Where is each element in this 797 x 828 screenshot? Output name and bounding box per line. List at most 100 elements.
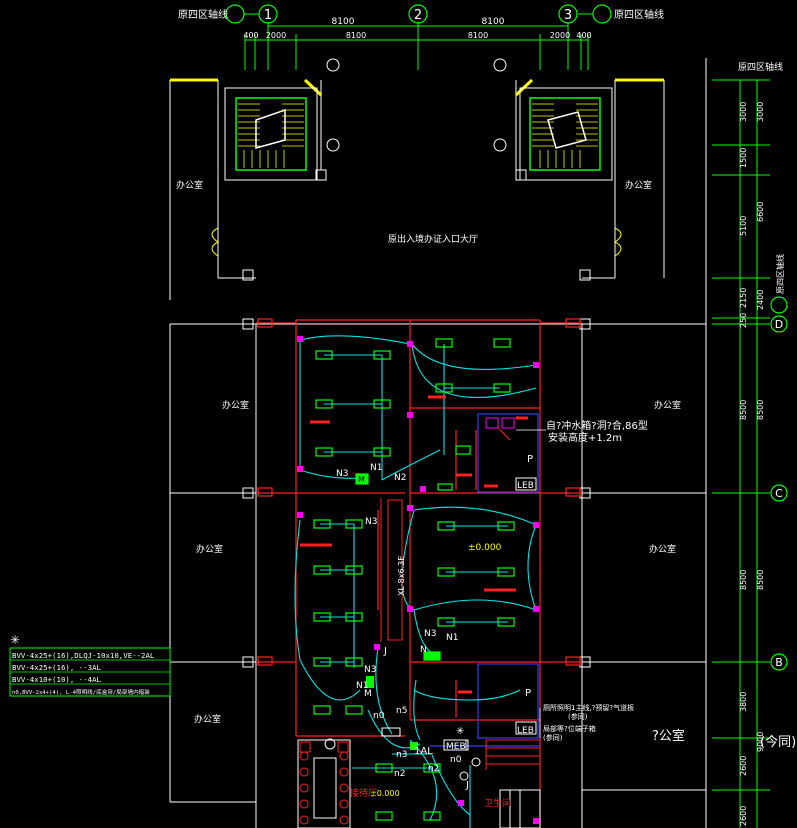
label-LEB-top: LEB: [517, 481, 534, 491]
panel-MEB: [443, 739, 467, 751]
washroom-boundaries: [430, 413, 540, 747]
dim-b-1: 3000: [756, 102, 765, 122]
office-label-left-1: 办公室: [222, 399, 249, 411]
label-N1-top: N1: [370, 463, 382, 473]
office-label-right-2: 办公室: [649, 543, 676, 555]
washroom-fixtures: [443, 417, 541, 828]
label-J-mid: J: [383, 646, 387, 657]
label-N1-low: N1: [356, 681, 368, 691]
dim-b-5: 8500: [756, 570, 765, 590]
office-label-left-2: 办公室: [196, 543, 223, 555]
dim-a-6: 8500: [739, 400, 748, 420]
dim-b-3: 2400: [756, 290, 765, 310]
label-M-top: M: [358, 475, 365, 484]
interior-partitions: [256, 318, 582, 828]
dim-a-1: 3000: [739, 102, 748, 122]
right-axis-mid-label: 原四区轴线: [775, 254, 785, 294]
label-n0-low: n0: [373, 711, 385, 721]
label-level-0b: ±0.000: [370, 789, 400, 798]
note-wash-2: (参同): [568, 712, 588, 721]
lower-building-walls: [169, 318, 706, 828]
axis-bubble-B-label: B: [775, 656, 783, 669]
dim-inner-5: 2000: [550, 31, 570, 40]
lobby-doors: [211, 227, 622, 257]
dim-inner-4: 8100: [468, 31, 488, 40]
dim-a-2: 1500: [739, 148, 748, 168]
office-label-upper-right: 办公室: [625, 179, 652, 191]
lobby-label: 原出入境办证入口大厅: [388, 233, 478, 245]
top-axis-left-label: 原四区轴线: [178, 8, 228, 21]
axis-bubble-left-outer: [225, 4, 245, 24]
axis-bubble-2-label: 2: [414, 8, 422, 23]
axis-bubble-3-label: 3: [564, 8, 572, 23]
note-heater-2: 安装高度+1.2m: [548, 431, 622, 444]
axis-bubble-D-label: D: [775, 318, 783, 331]
legend-symbol: ✳: [10, 633, 20, 647]
label-LEB-low: LEB: [517, 726, 534, 736]
legend-row-3: BVV-4x10+(10), --4AL: [12, 675, 102, 684]
right-axis-top-label: 原四区轴线: [738, 61, 783, 73]
label-N2-top: N2: [394, 473, 406, 483]
label-P-low: P: [525, 688, 531, 699]
dim-a-9: 2600: [739, 756, 748, 776]
axis-bubble-C: [770, 484, 788, 502]
label-n0-right: n0: [450, 755, 462, 765]
label-hall: 接待厅: [350, 787, 377, 799]
label-N: N: [420, 645, 427, 655]
label-n3: n3: [396, 750, 407, 760]
note-wash-1: 厕所照明1主线,?预留?气道板: [543, 703, 634, 712]
riser-duct: [387, 499, 403, 641]
label-star: ✳: [456, 726, 464, 737]
dim-a-7: 8500: [739, 570, 748, 590]
label-riser: XL-8x6.3E: [397, 556, 406, 596]
dim-b-2: 6600: [756, 202, 765, 222]
dim-a-3: 5100: [739, 216, 748, 236]
label-N1-right: N1: [446, 633, 458, 643]
dim-inner-1: 400: [243, 31, 258, 40]
left-staircase: [224, 87, 318, 181]
label-n2-b: n2: [428, 764, 439, 774]
dim-outer-2: 8100: [482, 17, 505, 27]
axis-bubble-B: [770, 653, 788, 671]
label-MEB: MEB: [446, 742, 466, 752]
label-level-0: ±0.000: [468, 543, 502, 553]
office-label-left-3: 办公室: [194, 713, 221, 725]
axis-bubble-D: [770, 315, 788, 333]
reception-furniture: [297, 738, 351, 828]
note-heater-1: 自?冲水箱?洞?合,86型: [546, 419, 648, 432]
label-1AL: 1AL: [414, 746, 433, 757]
note-wash-3: 局部等?位端子箱: [543, 724, 596, 733]
junction-boxes: [297, 336, 539, 824]
right-staircase: [519, 87, 613, 181]
legend-row-1: BVV-4x25+(16),DLQJ-10x10,VE--2AL: [12, 651, 155, 660]
dim-b-6: 9000: [756, 732, 765, 752]
light-fixtures: [313, 338, 515, 821]
legend-row-2: BVV-4x25+(16), --3AL: [12, 663, 102, 672]
dim-a-8: 3800: [739, 692, 748, 712]
office-label-right-1: 办公室: [654, 399, 681, 411]
label-M-low: M: [364, 689, 372, 699]
office-label-right-3: ?公室: [652, 728, 685, 744]
panel-N-box: [366, 676, 374, 688]
top-axis-system: 1 2 3 原四区轴线 原四区轴线 8100 8100 400 2000 810…: [178, 4, 664, 70]
label-washroom: 卫生间: [484, 797, 511, 809]
label-P-top: P: [527, 454, 533, 465]
note-wash-4: (参同): [543, 733, 563, 742]
lighting-wiring: [294, 335, 537, 828]
right-axis-note: (今同): [760, 734, 796, 750]
axis-bubble-C-label: C: [775, 487, 783, 500]
room-tags: [300, 395, 528, 694]
dim-inner-2: 2000: [266, 31, 286, 40]
label-J-low: J: [465, 780, 469, 791]
label-n2-a: n2: [394, 769, 405, 779]
right-axis-system: D C B 原四区轴线 原四区轴线 3000 1500 5100 2150 25…: [705, 58, 796, 828]
cable-legend: ✳ BVV-4x25+(16),DLQJ-10x10,VE--2AL BVV-4…: [9, 633, 171, 697]
office-label-upper-left: 办公室: [176, 179, 203, 191]
label-N3-top: N3: [336, 469, 348, 479]
axis-bubble-right-outer: [592, 4, 612, 24]
dim-a-10: 2600: [739, 806, 748, 826]
label-n5: n5: [396, 706, 407, 716]
label-N3-low: N3: [364, 665, 376, 675]
dim-b-4: 8500: [756, 400, 765, 420]
